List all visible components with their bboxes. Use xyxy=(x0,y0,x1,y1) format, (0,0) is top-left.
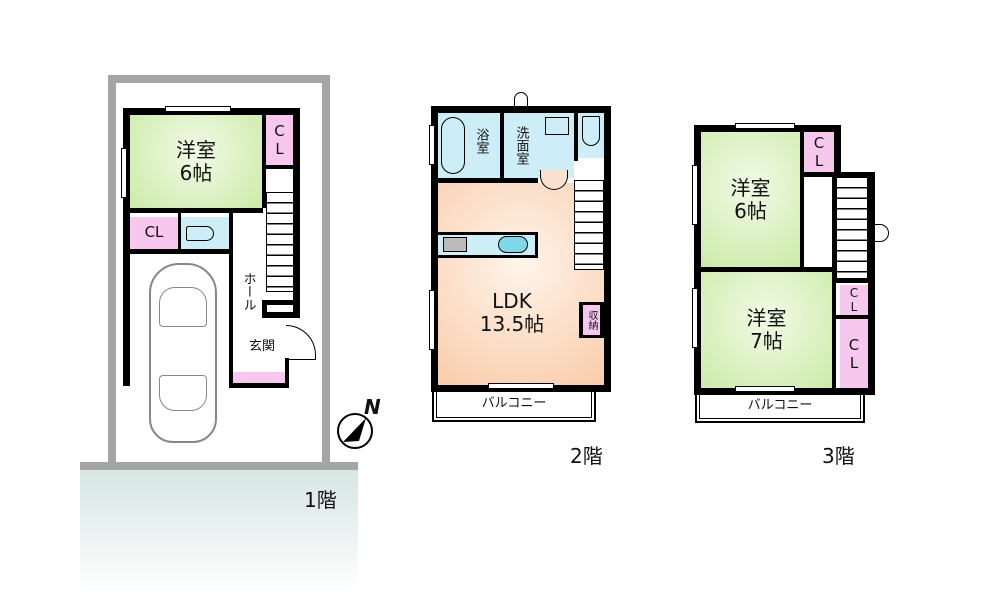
window xyxy=(692,288,698,348)
ldk-label: LDK 13.5帖 xyxy=(462,284,562,342)
window xyxy=(488,383,554,389)
wall xyxy=(574,113,578,161)
storage: 収納 xyxy=(583,305,600,335)
wall xyxy=(800,172,875,177)
hall-label: ホール xyxy=(240,271,256,311)
wall xyxy=(500,113,504,181)
room-name: 洋室 xyxy=(730,175,771,200)
wall xyxy=(229,213,233,383)
window xyxy=(692,165,698,225)
window xyxy=(735,123,795,129)
window xyxy=(429,290,435,350)
floor-label: 3階 xyxy=(822,444,855,468)
bath-label: 浴室 xyxy=(473,128,489,154)
wall xyxy=(694,267,834,272)
window xyxy=(165,106,231,112)
sink-icon xyxy=(498,236,528,253)
room-size: 13.5帖 xyxy=(479,312,545,336)
balcony: バルコニー xyxy=(432,392,596,422)
wall xyxy=(178,213,181,253)
entrance-storage xyxy=(233,372,285,383)
toilet-icon xyxy=(582,116,600,146)
room-name: 洋室 xyxy=(176,137,216,162)
closet-right: CL xyxy=(266,115,293,165)
wall xyxy=(262,115,266,208)
window xyxy=(121,148,127,198)
road-area xyxy=(80,468,358,593)
room-western-6: 洋室 6帖 xyxy=(701,132,800,267)
room-western-7: 洋室 7帖 xyxy=(701,272,832,388)
wall xyxy=(285,358,289,388)
stairs xyxy=(266,192,294,292)
window xyxy=(429,125,435,165)
room-size: 6帖 xyxy=(179,160,213,185)
wall xyxy=(123,208,263,213)
wall xyxy=(834,125,841,173)
door xyxy=(514,92,528,106)
wall xyxy=(438,178,538,183)
room-size: 7帖 xyxy=(750,329,783,353)
wall xyxy=(836,315,868,319)
wall xyxy=(431,106,438,392)
room-size: 6帖 xyxy=(734,198,767,223)
wall xyxy=(262,165,297,169)
washroom xyxy=(504,113,574,178)
stairs xyxy=(836,177,868,279)
wall xyxy=(123,108,130,386)
room-name: 洋室 xyxy=(746,306,787,330)
lot-bottom-line xyxy=(80,462,358,470)
car-icon xyxy=(149,263,217,443)
closet-bottom: CL xyxy=(130,217,178,249)
window xyxy=(735,386,795,392)
toilet-icon xyxy=(186,226,214,241)
wall xyxy=(293,108,300,318)
wall xyxy=(868,172,875,394)
washroom-label: 洗面室 xyxy=(513,125,529,165)
wall xyxy=(832,177,836,389)
floor-label: 1階 xyxy=(304,488,337,512)
wall xyxy=(604,106,611,392)
wall xyxy=(431,106,611,113)
wall xyxy=(800,132,804,272)
door xyxy=(875,224,889,242)
floor-label: 2階 xyxy=(570,444,603,468)
stove-icon xyxy=(443,237,467,252)
wall xyxy=(836,279,868,283)
entrance-label: 玄関 xyxy=(248,338,275,354)
closet-a: CL xyxy=(804,132,834,172)
sink-icon xyxy=(545,117,569,135)
compass-icon xyxy=(337,413,373,449)
room-western-6: 洋室 6帖 xyxy=(130,115,262,208)
wall xyxy=(694,125,701,395)
lot-boundary xyxy=(108,75,330,470)
compass-north-label: N xyxy=(364,395,381,419)
closet-c: CL xyxy=(840,319,868,388)
shoe-shelf xyxy=(267,305,293,312)
balcony: バルコニー xyxy=(695,395,865,423)
closet-b: CL xyxy=(840,285,868,315)
room-name: LDK xyxy=(492,289,532,313)
stairs xyxy=(574,180,604,270)
bathtub-icon xyxy=(441,117,465,174)
wall xyxy=(229,383,289,388)
